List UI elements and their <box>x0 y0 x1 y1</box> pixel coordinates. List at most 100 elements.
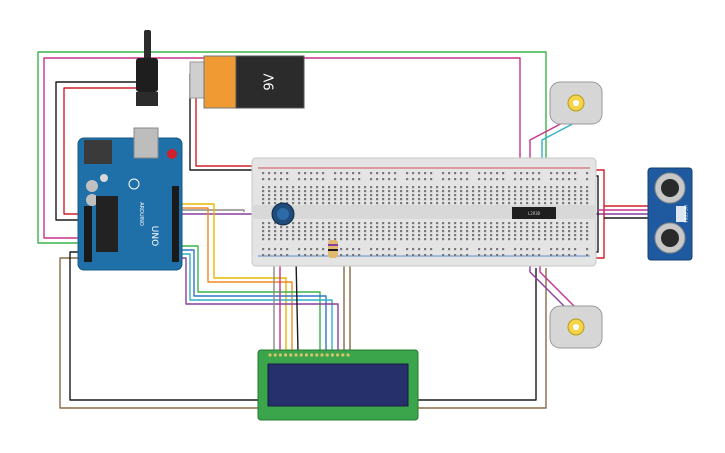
breadboard-hole <box>460 226 463 229</box>
breadboard-hole <box>370 254 373 257</box>
breadboard-hole <box>418 202 421 205</box>
breadboard-hole <box>268 238 271 241</box>
breadboard-hole <box>574 248 577 251</box>
breadboard-hole <box>304 202 307 205</box>
breadboard-hole <box>310 230 313 233</box>
breadboard-hole <box>376 248 379 251</box>
breadboard-hole <box>586 186 589 189</box>
breadboard-hole <box>406 198 409 201</box>
breadboard-hole <box>292 198 295 201</box>
breadboard-hole <box>340 226 343 229</box>
arduino-model: UNO <box>149 226 159 246</box>
breadboard-hole <box>316 194 319 197</box>
breadboard-hole <box>562 172 565 175</box>
breadboard-hole <box>574 178 577 181</box>
breadboard-hole <box>550 190 553 193</box>
breadboard-hole <box>352 194 355 197</box>
breadboard-hole <box>346 190 349 193</box>
breadboard-hole <box>544 238 547 241</box>
breadboard-hole <box>430 190 433 193</box>
breadboard-hole <box>268 178 271 181</box>
breadboard-hole <box>526 178 529 181</box>
breadboard-hole <box>532 230 535 233</box>
breadboard-hole <box>412 234 415 237</box>
breadboard-hole <box>346 222 349 225</box>
breadboard-hole <box>562 198 565 201</box>
lcd-pin <box>330 353 334 357</box>
breadboard-hole <box>490 230 493 233</box>
breadboard-hole <box>550 238 553 241</box>
breadboard-hole <box>268 202 271 205</box>
breadboard-hole <box>502 194 505 197</box>
breadboard-hole <box>280 234 283 237</box>
breadboard-hole <box>586 254 589 257</box>
breadboard-hole <box>298 226 301 229</box>
breadboard-hole <box>556 190 559 193</box>
breadboard-hole <box>418 248 421 251</box>
breadboard-hole <box>370 198 373 201</box>
breadboard-hole <box>568 222 571 225</box>
breadboard-hole <box>364 238 367 241</box>
ultrasonic-sensor: HC-SR04 <box>647 167 693 261</box>
breadboard-hole <box>484 172 487 175</box>
breadboard-hole <box>490 248 493 251</box>
arduino-uno: UNO ARDUINO <box>77 127 183 271</box>
breadboard-hole <box>382 202 385 205</box>
breadboard-hole <box>580 226 583 229</box>
breadboard-hole <box>316 226 319 229</box>
lcd-pin <box>346 353 350 357</box>
breadboard-hole <box>556 198 559 201</box>
breadboard-hole <box>262 254 265 257</box>
breadboard-hole <box>520 248 523 251</box>
breadboard-hole <box>454 230 457 233</box>
breadboard-hole <box>310 248 313 251</box>
lcd-pin <box>315 353 319 357</box>
breadboard-hole <box>328 190 331 193</box>
breadboard-hole <box>268 254 271 257</box>
breadboard-hole <box>298 234 301 237</box>
breadboard-hole <box>496 202 499 205</box>
breadboard-hole <box>532 178 535 181</box>
breadboard-hole <box>424 172 427 175</box>
breadboard-hole <box>268 194 271 197</box>
breadboard-hole <box>460 186 463 189</box>
breadboard-hole <box>316 254 319 257</box>
breadboard-hole <box>448 222 451 225</box>
wire-magenta-motor1 <box>529 119 569 165</box>
breadboard-hole <box>400 194 403 197</box>
breadboard-hole <box>526 198 529 201</box>
breadboard-hole <box>478 234 481 237</box>
breadboard-hole <box>358 194 361 197</box>
breadboard-hole <box>544 226 547 229</box>
breadboard-hole <box>382 248 385 251</box>
breadboard-hole <box>580 190 583 193</box>
breadboard-hole <box>430 172 433 175</box>
breadboard-hole <box>298 202 301 205</box>
breadboard-hole <box>352 226 355 229</box>
breadboard-hole <box>334 194 337 197</box>
breadboard-hole <box>382 190 385 193</box>
breadboard-hole <box>448 186 451 189</box>
breadboard-hole <box>268 248 271 251</box>
breadboard-hole <box>502 172 505 175</box>
breadboard-hole <box>382 222 385 225</box>
breadboard-hole <box>304 254 307 257</box>
breadboard-hole <box>436 198 439 201</box>
breadboard-hole <box>286 198 289 201</box>
breadboard-hole <box>316 234 319 237</box>
breadboard-hole <box>274 186 277 189</box>
breadboard-hole <box>298 238 301 241</box>
breadboard-hole <box>442 194 445 197</box>
breadboard-hole <box>520 178 523 181</box>
breadboard-hole <box>346 172 349 175</box>
breadboard-hole <box>574 186 577 189</box>
breadboard-hole <box>436 238 439 241</box>
breadboard-hole <box>484 178 487 181</box>
breadboard-hole <box>400 234 403 237</box>
breadboard-hole <box>394 238 397 241</box>
breadboard-hole <box>496 198 499 201</box>
breadboard-hole <box>514 178 517 181</box>
breadboard-hole <box>376 202 379 205</box>
breadboard-hole <box>280 254 283 257</box>
breadboard-hole <box>520 190 523 193</box>
